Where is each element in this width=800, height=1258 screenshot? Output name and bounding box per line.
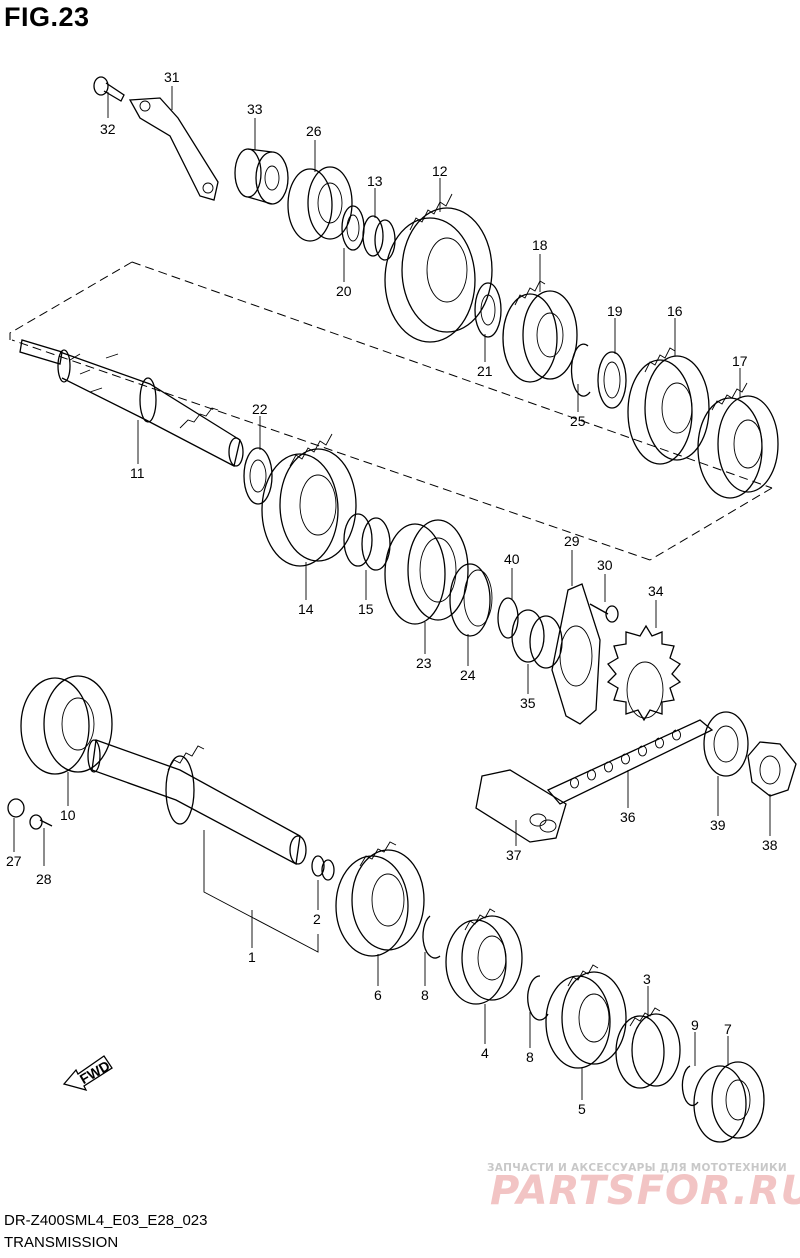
callout-3: 3	[643, 971, 651, 987]
callout-7: 7	[724, 1021, 732, 1037]
leader-lines	[13, 86, 771, 1100]
part-3-gear[interactable]	[615, 1007, 681, 1089]
watermark-brand: PARTSFOR.RU	[490, 1168, 800, 1214]
part-31-lever[interactable]	[128, 97, 219, 201]
part-32-screw[interactable]	[93, 76, 125, 102]
callout-35: 35	[520, 695, 536, 711]
part-7-bearing[interactable]	[693, 1061, 765, 1143]
part-11-countershaft[interactable]	[19, 339, 244, 467]
callout-12: 12	[432, 163, 448, 179]
diagram-code: DR-Z400SML4_E03_E28_023	[4, 1212, 208, 1229]
part-36-chain[interactable]	[546, 719, 714, 805]
part-23-bearing[interactable]	[384, 519, 469, 625]
callout-21: 21	[477, 363, 493, 379]
callout-14: 14	[298, 601, 314, 617]
part-39-lock-washer[interactable]	[703, 711, 749, 777]
callout-23: 23	[416, 655, 432, 671]
callout-8b: 8	[526, 1049, 534, 1065]
callout-34: 34	[648, 583, 664, 599]
part-30-screw[interactable]	[589, 603, 619, 623]
part-19-washer[interactable]	[597, 351, 627, 409]
callout-17: 17	[732, 353, 748, 369]
callout-25: 25	[570, 413, 586, 429]
part-2-needle-bearing[interactable]	[311, 855, 335, 881]
part-33-collar[interactable]	[234, 148, 289, 205]
callout-36: 36	[620, 809, 636, 825]
callout-26: 26	[306, 123, 322, 139]
callout-1: 1	[248, 949, 256, 965]
part-22-washer[interactable]	[243, 447, 273, 505]
part-16-gear[interactable]	[627, 347, 710, 465]
callout-40: 40	[504, 551, 520, 567]
part-5-gear[interactable]	[545, 964, 627, 1069]
part-37-chain-joint[interactable]	[475, 769, 567, 843]
part-15-bushing[interactable]	[343, 513, 391, 571]
part-9-circlip[interactable]	[681, 1065, 699, 1107]
callout-38: 38	[762, 837, 778, 853]
callout-11: 11	[130, 465, 145, 481]
callout-20: 20	[336, 283, 352, 299]
callout-22: 22	[252, 401, 268, 417]
watermark-subtitle: ЗАПЧАСТИ И АКСЕССУАРЫ ДЛЯ МОТОТЕХНИКИ	[487, 1162, 787, 1174]
part-17-gear[interactable]	[697, 382, 779, 499]
part-26-bearing[interactable]	[287, 166, 353, 242]
diagram-title: TRANSMISSION	[4, 1234, 119, 1251]
callout-13: 13	[367, 173, 383, 189]
callout-2: 2	[313, 911, 321, 927]
callout-9: 9	[691, 1017, 699, 1033]
callout-39: 39	[710, 817, 726, 833]
part-8-circlip-upper[interactable]	[422, 915, 441, 959]
callout-labels: 1 2 3 4 5 6 7 8 8 9 10 11 12 13 14 15 16…	[6, 69, 778, 1117]
part-18-gear[interactable]	[502, 280, 578, 383]
callout-16: 16	[667, 303, 683, 319]
part-40-o-ring[interactable]	[497, 597, 519, 639]
callout-5: 5	[578, 1101, 586, 1117]
callout-33: 33	[247, 101, 263, 117]
part-29-plate[interactable]	[551, 583, 601, 725]
callout-6: 6	[374, 987, 382, 1003]
fwd-arrow-icon: FWD	[62, 1055, 113, 1092]
callout-8a: 8	[421, 987, 429, 1003]
callout-32: 32	[100, 121, 116, 137]
callout-15: 15	[358, 601, 374, 617]
part-27-washer[interactable]	[7, 798, 25, 818]
part-21-washer[interactable]	[474, 282, 502, 338]
callout-10: 10	[60, 807, 76, 823]
assembly-frame	[9, 261, 133, 340]
callout-19: 19	[607, 303, 623, 319]
figure-title: FIG.23	[4, 2, 90, 32]
part-13-bushing[interactable]	[362, 215, 396, 261]
callout-24: 24	[460, 667, 476, 683]
callout-18: 18	[532, 237, 548, 253]
part-10-bearing[interactable]	[20, 675, 113, 775]
callout-27: 27	[6, 853, 22, 869]
part-24-oil-seal[interactable]	[449, 563, 493, 637]
part-12-gear[interactable]	[384, 193, 493, 343]
part-8-circlip-lower[interactable]	[527, 975, 549, 1021]
callout-4: 4	[481, 1045, 489, 1061]
callout-31: 31	[164, 69, 180, 85]
callout-29: 29	[564, 533, 580, 549]
callout-30: 30	[597, 557, 613, 573]
part-4-gear[interactable]	[445, 908, 523, 1005]
part-25-circlip[interactable]	[570, 343, 591, 397]
part-34-sprocket[interactable]	[606, 624, 682, 722]
part-6-gear[interactable]	[335, 841, 425, 957]
callout-28: 28	[36, 871, 52, 887]
part-38-nut[interactable]	[747, 741, 797, 797]
callout-37: 37	[506, 847, 522, 863]
part-1-main-shaft[interactable]	[87, 739, 307, 866]
part-28-screw[interactable]	[29, 814, 53, 830]
part-14-gear[interactable]	[261, 433, 357, 567]
